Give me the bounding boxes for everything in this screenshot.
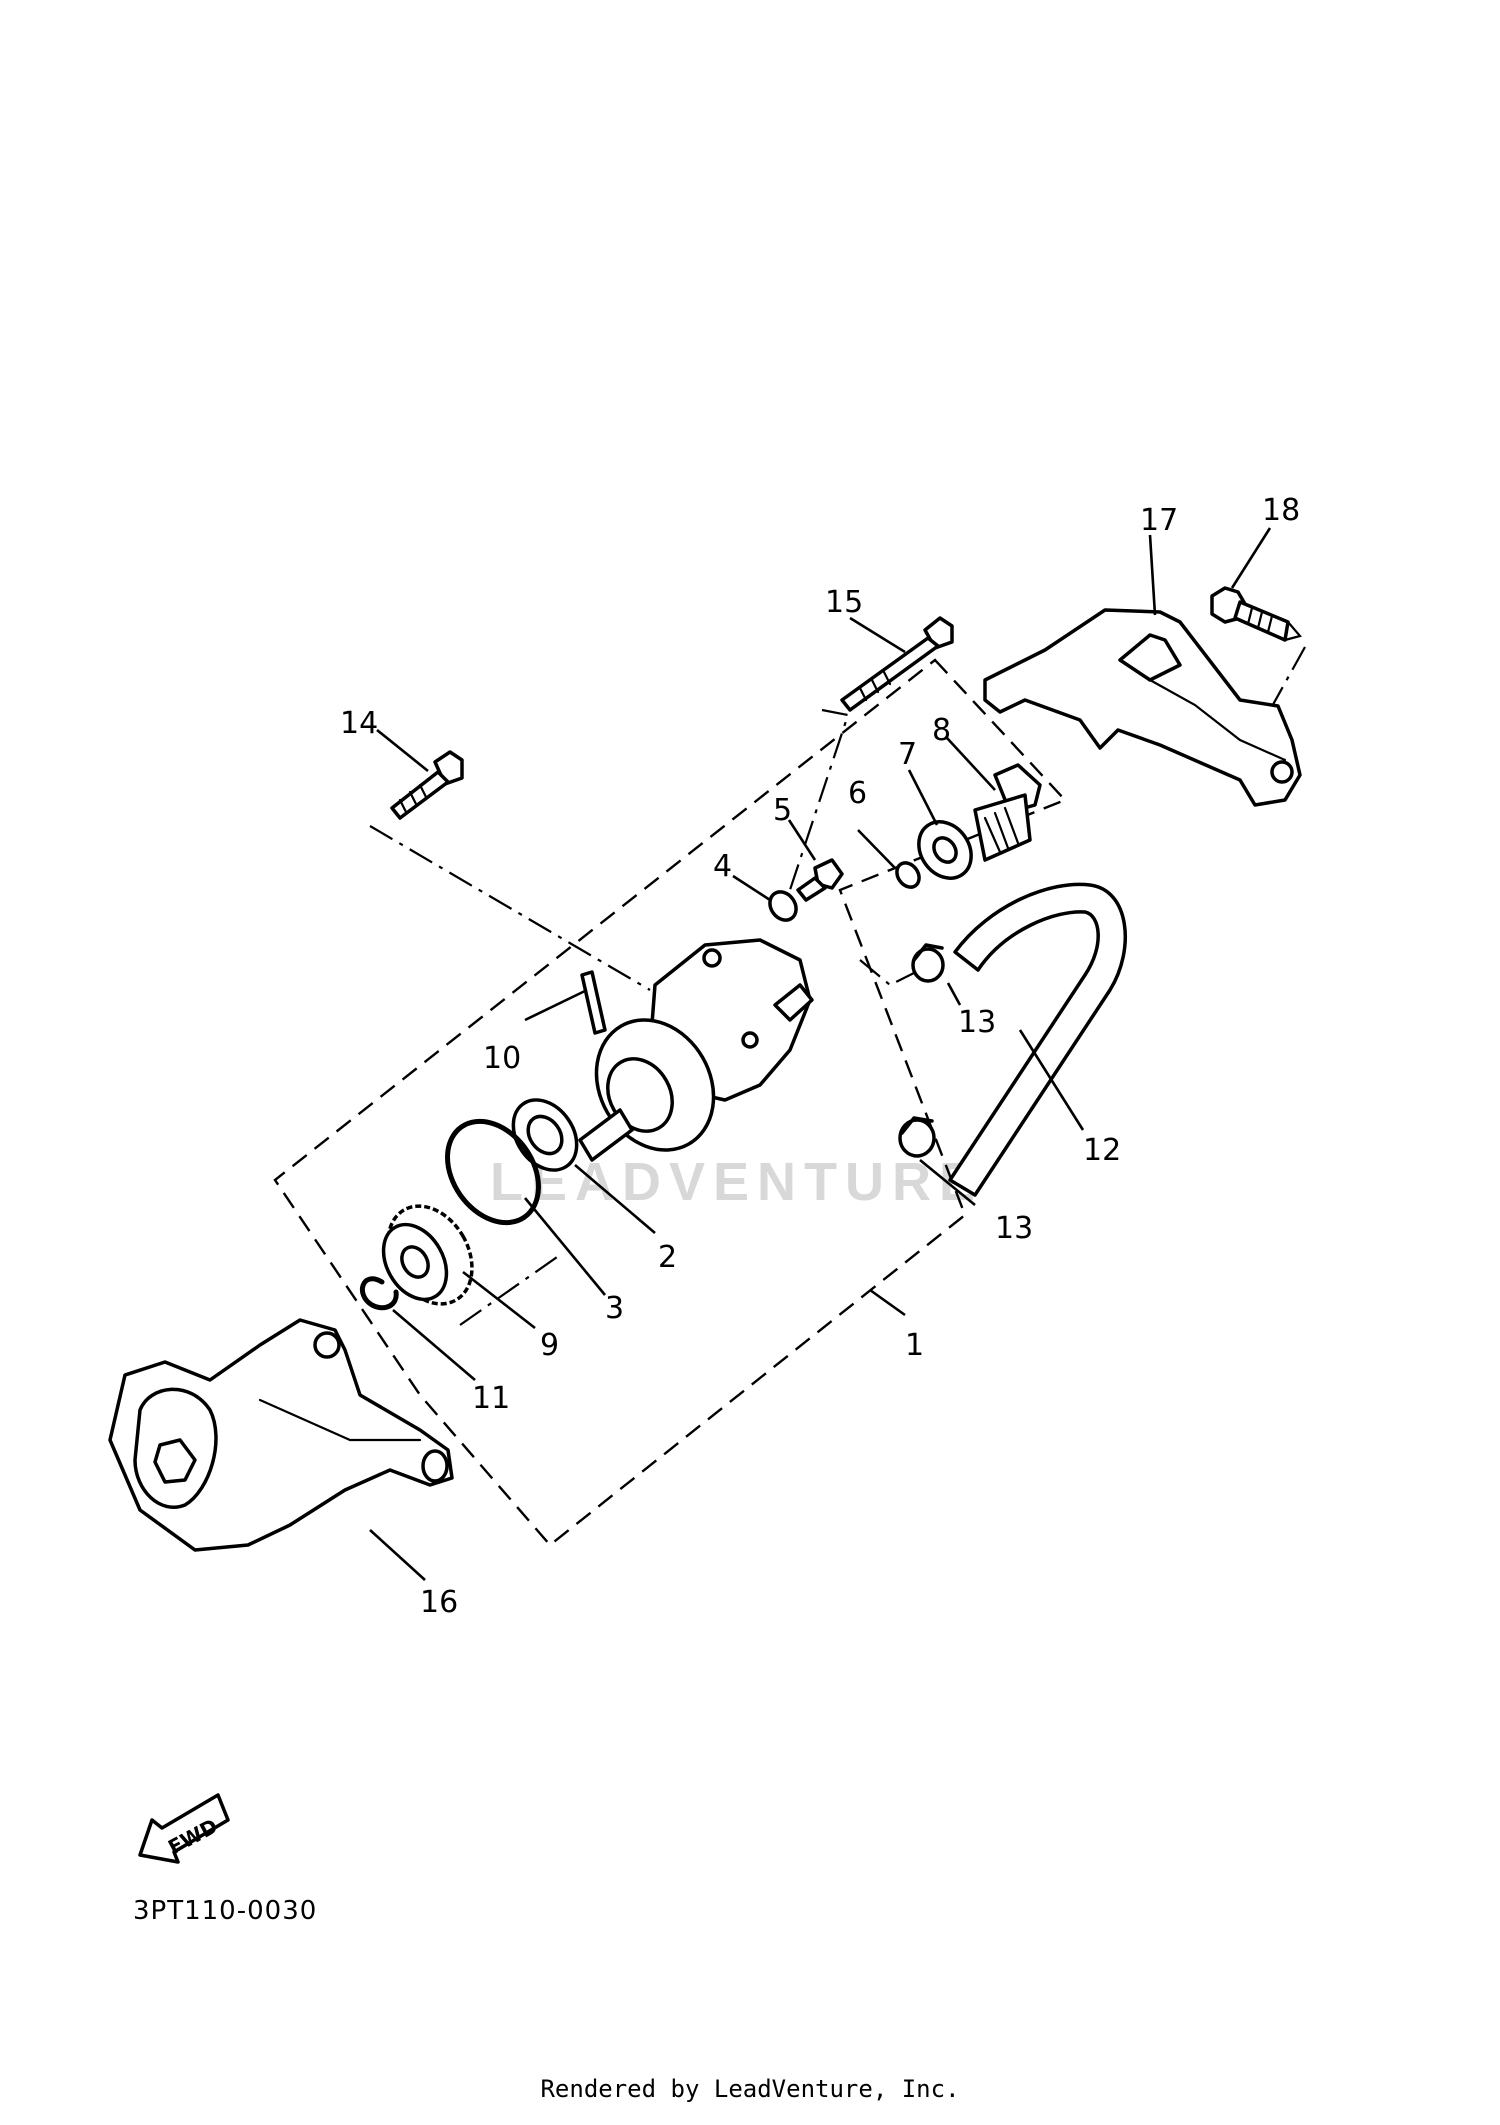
screw-18 <box>1210 586 1302 642</box>
callout-8: 8 <box>932 713 951 748</box>
callout-2: 2 <box>658 1240 677 1275</box>
bolt-5 <box>796 858 844 902</box>
callout-1: 1 <box>905 1328 924 1363</box>
leader-lines <box>369 527 1272 1581</box>
plug-8 <box>973 763 1042 862</box>
footer-credit: Rendered by LeadVenture, Inc. <box>540 2075 960 2103</box>
washer-6 <box>895 861 921 889</box>
callout-7: 7 <box>898 737 917 772</box>
bolt-14 <box>390 750 464 820</box>
bolt-15 <box>840 616 954 712</box>
callout-4: 4 <box>713 849 732 884</box>
callout-16: 16 <box>420 1585 458 1620</box>
gear-9 <box>381 1204 474 1306</box>
clip-11 <box>360 1276 399 1311</box>
washer-4 <box>768 890 798 922</box>
centerline-15 <box>783 708 850 906</box>
hose-12 <box>948 882 1127 1197</box>
bracket-17 <box>983 608 1302 807</box>
nut-7 <box>917 820 973 880</box>
callout-5: 5 <box>773 793 792 828</box>
centerline-16 <box>459 1254 561 1326</box>
callout-15: 15 <box>825 585 863 620</box>
callout-9: 9 <box>540 1328 559 1363</box>
centerline-14 <box>369 825 651 991</box>
callout-10: 10 <box>483 1041 521 1076</box>
callout-14: 14 <box>340 706 378 741</box>
callout-3: 3 <box>605 1291 624 1326</box>
housing-16 <box>108 1318 454 1552</box>
collar-13-lower <box>898 1116 936 1158</box>
callout-12: 12 <box>1083 1133 1121 1168</box>
o-ring-3 <box>445 1118 541 1226</box>
pin-10 <box>580 970 607 1035</box>
callout-11: 11 <box>472 1381 510 1416</box>
collar-13-upper <box>911 943 945 983</box>
callout-13-upper: 13 <box>958 1005 996 1040</box>
callout-6: 6 <box>848 776 867 811</box>
callout-18: 18 <box>1262 493 1300 528</box>
callout-13-lower: 13 <box>995 1211 1033 1246</box>
callout-17: 17 <box>1140 503 1178 538</box>
pump-body <box>578 938 814 1162</box>
diagram-code: 3PT110-0030 <box>133 1896 318 1926</box>
fwd-arrow: FWD <box>138 1793 230 1864</box>
